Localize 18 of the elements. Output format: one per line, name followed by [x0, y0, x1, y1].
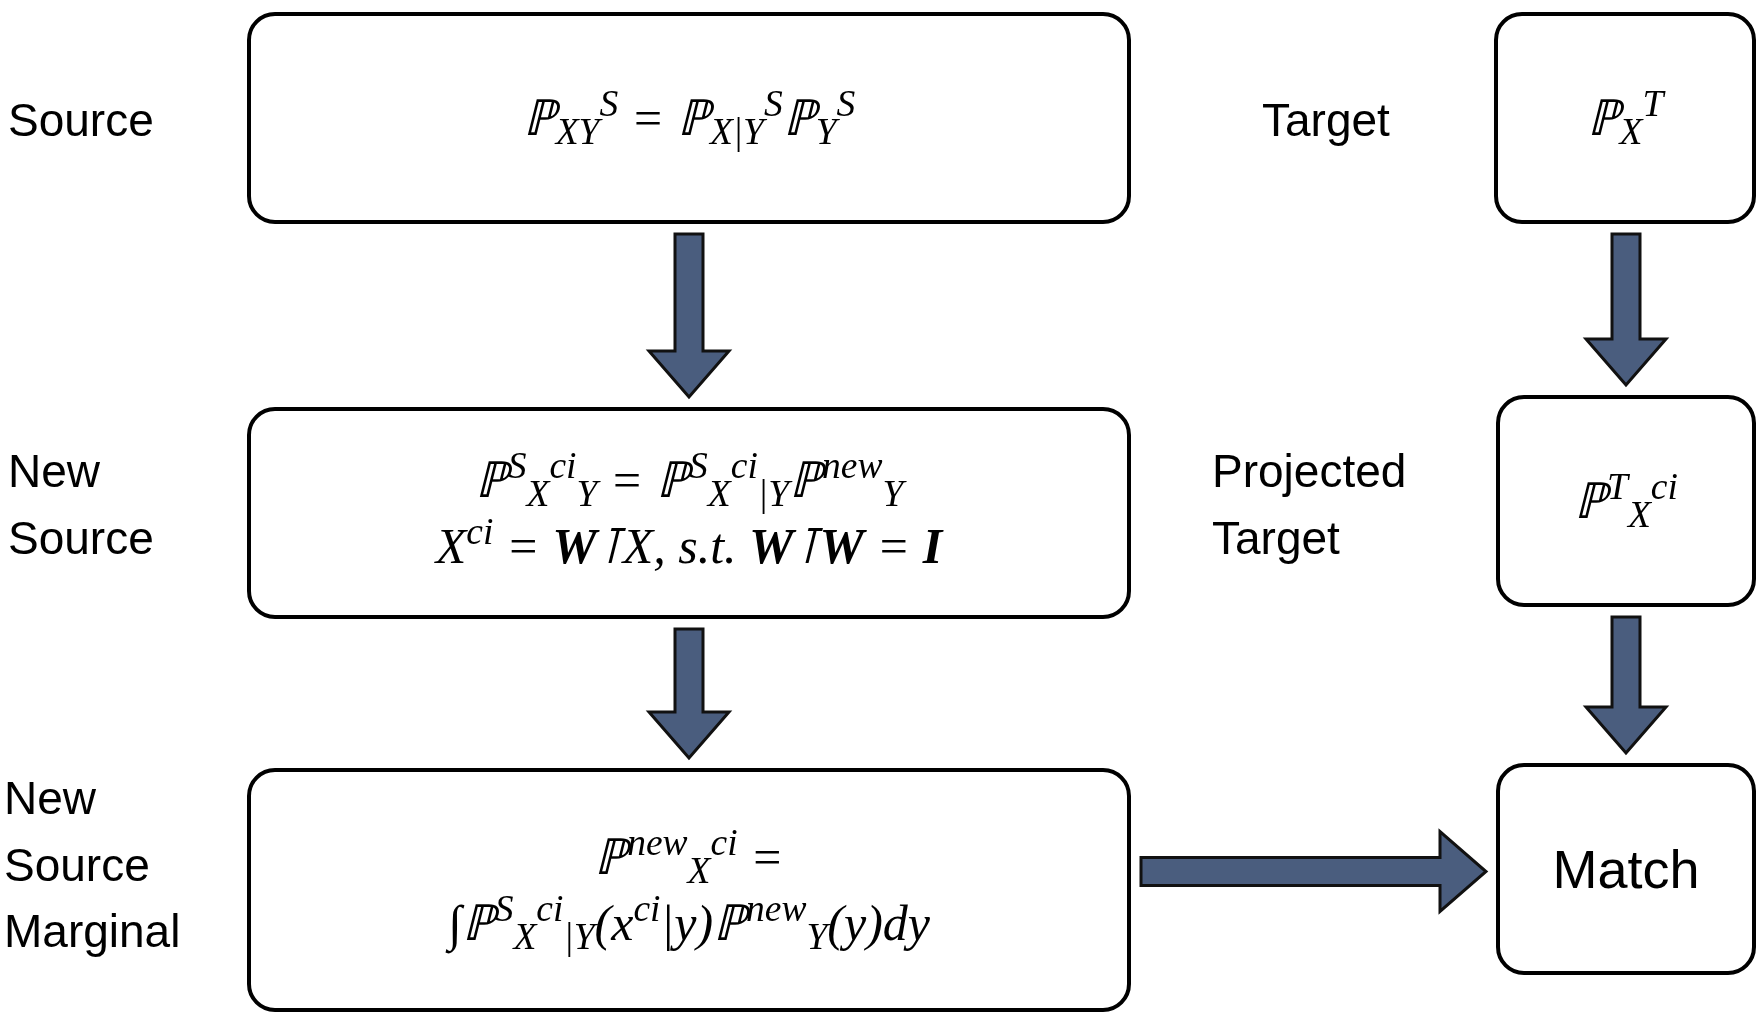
block-arrow: [1582, 615, 1670, 756]
block-arrow: [1582, 232, 1670, 388]
block-arrow: [1139, 828, 1489, 915]
formula-box: [1496, 763, 1756, 975]
side-label: Target: [1262, 92, 1391, 148]
formula-box: [247, 12, 1131, 224]
side-label: New Source: [8, 444, 155, 566]
side-label: Source: [8, 92, 155, 148]
formula-box: [1494, 12, 1756, 224]
side-label: Projected Target: [1212, 444, 1408, 566]
formula: X$^{ci}$ = W⊺X, s.t. W⊺W = I: [435, 515, 943, 576]
node-label: Match: [1552, 837, 1700, 901]
formula-box: [1496, 395, 1756, 607]
formula-box: [247, 768, 1131, 1012]
formula-box: [247, 407, 1131, 619]
block-arrow: [645, 232, 733, 400]
block-arrow: [645, 627, 733, 761]
side-label: New Source Marginal: [4, 770, 182, 960]
